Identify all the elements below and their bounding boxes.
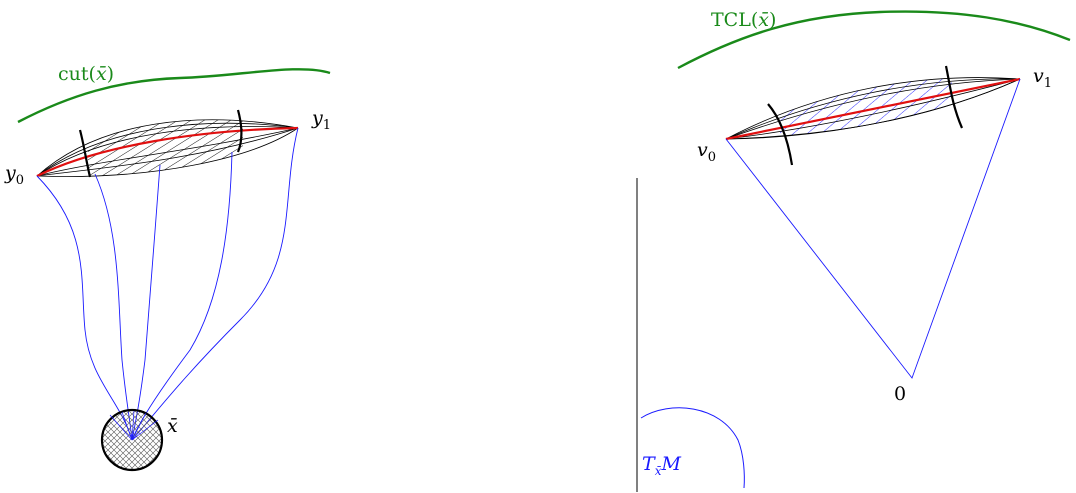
tangent-space-arc (640, 407, 745, 489)
main-geodesic-left (36, 126, 299, 177)
hatched-region (88, 119, 243, 177)
tangent-space-label: Tx̄M (642, 453, 681, 478)
origin-rays (725, 78, 1021, 379)
cut-locus-curve (17, 68, 331, 124)
geodesic-family-right (725, 77, 1021, 140)
tcl-curve (677, 10, 1071, 70)
base-point-label: x̄ (167, 415, 178, 437)
main-segment-right (725, 77, 1021, 141)
right-panel: TCL(x̄) v0 v1 0 Tx̄M (636, 9, 1071, 492)
origin-label: 0 (894, 383, 906, 405)
geodesic-family-left (36, 119, 299, 177)
point-y1-label: y1 (311, 107, 331, 133)
disk-rays (109, 410, 159, 441)
point-y0-label: y0 (4, 162, 24, 188)
radial-geodesics-left (36, 127, 299, 441)
transversal-arc-right-b (944, 65, 964, 129)
cut-locus-label: cut(x̄) (58, 63, 114, 85)
transversal-arc-left-b (236, 109, 243, 153)
left-panel: cut(x̄) y0 y1 x̄ (4, 63, 331, 472)
point-v0-label: v0 (697, 139, 716, 165)
transversal-arc-left-a (78, 129, 92, 178)
transversal-arc-right-a (767, 103, 794, 166)
point-v1-label: v1 (1033, 65, 1052, 91)
tcl-label: TCL(x̄) (711, 9, 776, 31)
